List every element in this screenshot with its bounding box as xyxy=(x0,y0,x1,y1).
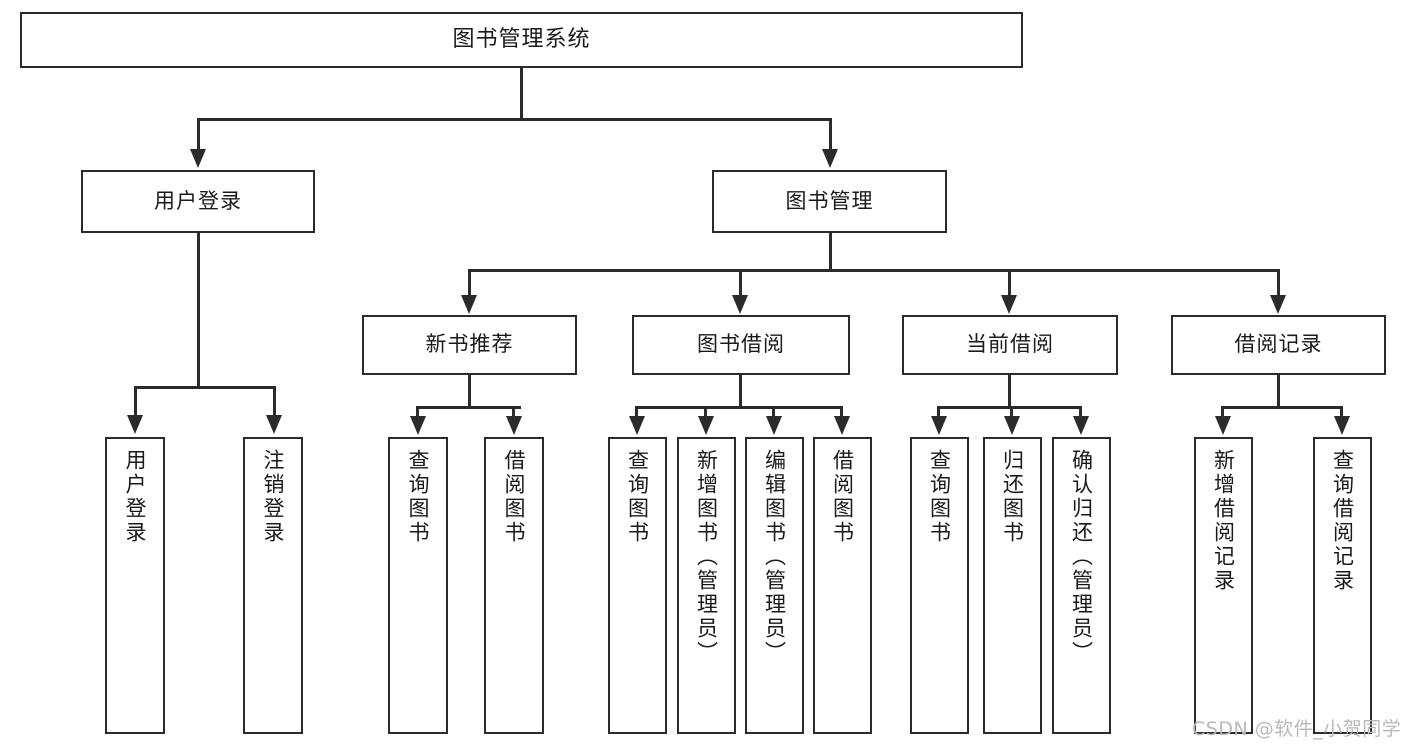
leaf-user-login[interactable]: 用户登录 xyxy=(105,437,165,734)
connector-user-login-child-1 xyxy=(134,386,137,417)
node-user-login[interactable]: 用户登录 xyxy=(81,170,315,233)
connector-book-borrow-child-4 xyxy=(840,406,843,418)
arrow-to-new-book xyxy=(461,295,477,314)
node-label: 编辑图书（管理员） xyxy=(762,449,787,665)
connector-new-book-bar xyxy=(416,406,521,409)
node-label: 注销登录 xyxy=(261,449,286,545)
arrow-current-borrow-child-2 xyxy=(1004,416,1020,435)
connector-user-login-stem xyxy=(197,233,200,388)
arrow-new-book-child-2 xyxy=(506,416,522,435)
node-label: 新增借阅记录 xyxy=(1211,449,1236,593)
connector-to-new-book xyxy=(468,269,471,297)
node-label: 查询借阅记录 xyxy=(1330,449,1355,593)
leaf-confirm-return-admin[interactable]: 确认归还（管理员） xyxy=(1052,437,1111,734)
arrow-current-borrow-child-3 xyxy=(1073,416,1089,435)
connector-book-borrow-child-1 xyxy=(635,406,638,418)
connector-borrow-record-stem xyxy=(1277,375,1280,409)
connector-to-book-mgmt xyxy=(829,118,832,151)
connector-to-current-borrow xyxy=(1008,269,1011,297)
arrow-current-borrow-child-1 xyxy=(931,416,947,435)
node-book-management[interactable]: 图书管理 xyxy=(712,170,947,233)
connector-to-user-login xyxy=(197,118,200,151)
connector-book-mgmt-bar xyxy=(468,269,1280,272)
leaf-add-borrow-record[interactable]: 新增借阅记录 xyxy=(1194,437,1253,734)
arrow-book-borrow-child-2 xyxy=(698,416,714,435)
node-root-system[interactable]: 图书管理系统 xyxy=(20,12,1023,68)
node-label: 确认归还（管理员） xyxy=(1069,449,1094,665)
node-label: 查询图书 xyxy=(927,449,952,545)
arrow-borrow-record-child-1 xyxy=(1215,416,1231,435)
connector-user-login-bar xyxy=(134,386,276,389)
node-label: 用户登录 xyxy=(154,188,242,213)
node-label: 当前借阅 xyxy=(966,332,1054,357)
connector-borrow-record-child-1 xyxy=(1221,406,1224,418)
connector-borrow-record-bar xyxy=(1221,406,1343,409)
arrow-borrow-record-child-2 xyxy=(1334,416,1350,435)
node-borrow-record[interactable]: 借阅记录 xyxy=(1171,315,1386,375)
connector-book-borrow-stem xyxy=(739,375,742,409)
arrow-user-login-child-2 xyxy=(266,415,282,434)
arrow-new-book-child-1 xyxy=(410,416,426,435)
connector-to-borrow-record xyxy=(1277,269,1280,297)
leaf-logout[interactable]: 注销登录 xyxy=(243,437,303,734)
leaf-query-book-borrow[interactable]: 查询图书 xyxy=(608,437,667,734)
node-label: 借阅记录 xyxy=(1234,332,1323,357)
arrow-to-borrow-record xyxy=(1270,295,1286,314)
node-label: 归还图书 xyxy=(1000,449,1025,545)
connector-book-borrow-child-3 xyxy=(772,406,775,418)
node-label: 图书管理 xyxy=(785,188,874,213)
arrow-user-login-child-1 xyxy=(127,415,143,434)
arrow-to-current-borrow xyxy=(1001,295,1017,314)
connector-current-borrow-stem xyxy=(1008,375,1011,409)
connector-new-book-child-1 xyxy=(416,406,419,418)
node-label: 图书借阅 xyxy=(697,332,785,357)
connector-book-borrow-bar xyxy=(635,406,843,409)
node-label: 借阅图书 xyxy=(502,449,527,545)
node-label: 查询图书 xyxy=(406,449,431,545)
node-label: 图书管理系统 xyxy=(452,26,591,52)
arrow-to-book-borrow xyxy=(732,295,748,314)
leaf-add-book-admin[interactable]: 新增图书（管理员） xyxy=(677,437,736,734)
arrow-book-borrow-child-4 xyxy=(834,416,850,435)
node-label: 借阅图书 xyxy=(830,449,855,545)
leaf-query-book-recommend[interactable]: 查询图书 xyxy=(388,437,448,734)
connector-user-login-child-2 xyxy=(273,386,276,417)
connector-book-borrow-child-2 xyxy=(704,406,707,418)
leaf-edit-book-admin[interactable]: 编辑图书（管理员） xyxy=(745,437,804,734)
watermark: CSDN @软件_小贺同学 xyxy=(1192,718,1402,740)
arrow-to-user-login xyxy=(190,149,206,168)
connector-to-book-borrow xyxy=(739,269,742,297)
arrow-book-borrow-child-1 xyxy=(629,416,645,435)
leaf-query-borrow-record[interactable]: 查询借阅记录 xyxy=(1313,437,1372,734)
node-current-borrow[interactable]: 当前借阅 xyxy=(902,315,1118,375)
node-label: 查询图书 xyxy=(625,449,650,545)
connector-root-bar xyxy=(197,118,831,121)
connector-current-borrow-child-1 xyxy=(937,406,940,418)
connector-borrow-record-child-2 xyxy=(1340,406,1343,418)
connector-current-borrow-child-2 xyxy=(1010,406,1013,418)
node-new-book-recommend[interactable]: 新书推荐 xyxy=(362,315,577,375)
node-book-borrow[interactable]: 图书借阅 xyxy=(632,315,850,375)
connector-new-book-stem xyxy=(468,375,471,409)
connector-current-borrow-bar xyxy=(937,406,1082,409)
node-label: 新增图书（管理员） xyxy=(694,449,719,665)
leaf-return-book[interactable]: 归还图书 xyxy=(983,437,1042,734)
leaf-query-book-current[interactable]: 查询图书 xyxy=(910,437,969,734)
node-label: 新书推荐 xyxy=(425,332,514,357)
leaf-borrow-book[interactable]: 借阅图书 xyxy=(813,437,872,734)
connector-current-borrow-child-3 xyxy=(1079,406,1082,418)
connector-root-stem xyxy=(520,68,523,120)
arrow-to-book-mgmt xyxy=(822,149,838,168)
node-label: 用户登录 xyxy=(123,449,148,545)
connector-new-book-child-2 xyxy=(512,406,515,418)
connector-book-mgmt-stem xyxy=(829,233,832,271)
arrow-book-borrow-child-3 xyxy=(766,416,782,435)
leaf-borrow-book-recommend[interactable]: 借阅图书 xyxy=(484,437,544,734)
